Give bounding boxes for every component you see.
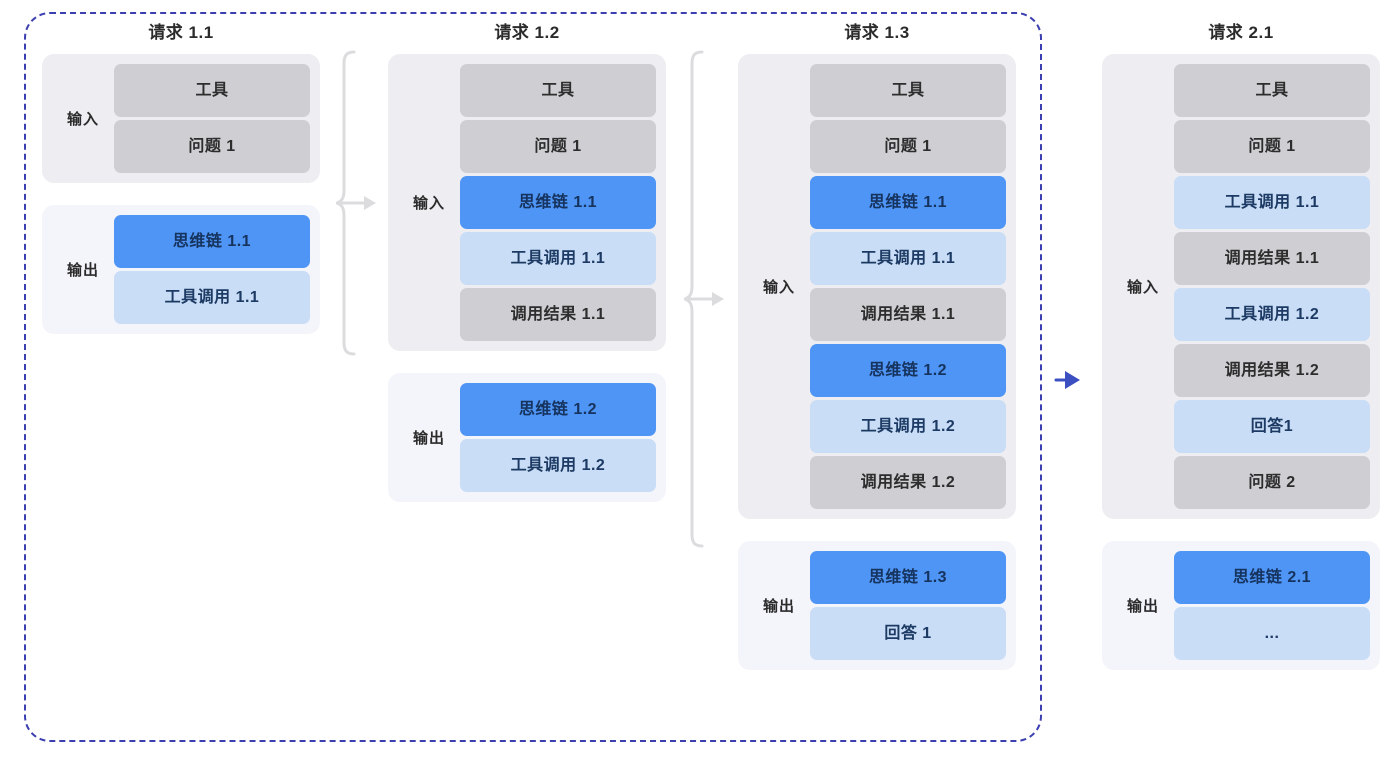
block-item: 工具 [1174,64,1370,117]
group-items: 思维链 2.1... [1174,551,1370,660]
block-item: 问题 1 [1174,120,1370,173]
block-item: 工具调用 1.2 [810,400,1006,453]
block-item: 工具 [810,64,1006,117]
session-1-boundary [24,12,1042,742]
block-item: 思维链 1.1 [460,176,656,229]
block-item: 思维链 1.3 [810,551,1006,604]
block-item: 调用结果 1.1 [1174,232,1370,285]
block-item: 问题 1 [114,120,310,173]
column-title-request-1-1: 请求 1.1 [148,23,214,42]
group-label-input: 输入 [1126,279,1159,296]
block-item: 思维链 2.1 [1174,551,1370,604]
block-item: 思维链 1.1 [810,176,1006,229]
block-item: 问题 1 [460,120,656,173]
group-spacer [42,183,320,205]
column-title-request-1-3: 请求 1.3 [844,23,910,42]
block-item: 回答 1 [810,607,1006,660]
block-item: 调用结果 1.1 [810,288,1006,341]
group-items: 工具问题 1 [114,64,310,173]
block-item: 工具调用 1.1 [1174,176,1370,229]
block-item: 思维链 1.2 [810,344,1006,397]
block-item: 调用结果 1.2 [810,456,1006,509]
block-item: 工具调用 1.1 [810,232,1006,285]
block-item: 回答1 [1174,400,1370,453]
group-label-input: 输入 [762,279,795,296]
block-item: 工具 [114,64,310,117]
block-item: 工具调用 1.1 [114,271,310,324]
block-item: 工具调用 1.1 [460,232,656,285]
group-label-output: 输出 [412,430,445,447]
group-label-input: 输入 [412,195,445,212]
group-label-output: 输出 [1126,598,1159,615]
block-item: 调用结果 1.2 [1174,344,1370,397]
block-item: 思维链 1.2 [460,383,656,436]
group-spacer [1102,519,1380,541]
group-label-output: 输出 [762,598,795,615]
block-item: 工具调用 1.2 [1174,288,1370,341]
input-group-request-1-1: 输入工具问题 1 [42,54,320,183]
connector-session-1-to-2-arrow [1054,371,1080,389]
block-item: 问题 1 [810,120,1006,173]
block-item: ... [1174,607,1370,660]
block-item: 工具调用 1.2 [460,439,656,492]
group-label-input: 输入 [66,111,99,128]
output-group-request-2-1: 输出思维链 2.1... [1102,541,1380,670]
group-spacer [388,351,666,373]
block-item: 思维链 1.1 [114,215,310,268]
block-item: 工具 [460,64,656,117]
group-label-output: 输出 [66,262,99,279]
block-item: 问题 2 [1174,456,1370,509]
column-title-request-1-2: 请求 1.2 [494,23,560,42]
group-spacer [738,519,1016,541]
block-item: 调用结果 1.1 [460,288,656,341]
column-title-request-2-1: 请求 2.1 [1208,23,1274,42]
